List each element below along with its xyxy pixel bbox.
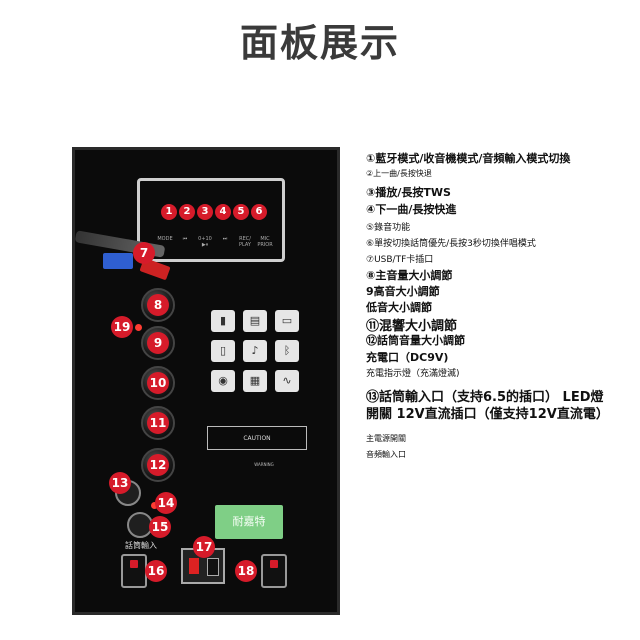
knob-marker-12: 12	[147, 454, 169, 476]
desc-line-15: ⑬話筒輸入口（支持6.5的插口） LED燈	[366, 390, 604, 405]
warning-label: WARNING	[254, 462, 274, 467]
control-panel: 1 2 3 4 5 6 MODE ⏮ 0+10 ▶⏸ ⏭ REC/ PLAY MIC PR…	[72, 147, 340, 615]
knob-marker-9: 9	[147, 332, 169, 354]
key-label-mic: MIC PRIOR	[257, 236, 273, 248]
led-switch-marker: 18	[235, 560, 257, 582]
knob-marker-11: 11	[147, 412, 169, 434]
knob-marker-8: 8	[147, 294, 169, 316]
function-button-row: 1 2 3 4 5 6	[161, 204, 281, 222]
desc-line-1: ①藍牙模式/收音機模式/音頻輸入模式切換	[366, 152, 571, 165]
desc-line-6: ⑥單按切換話筒優先/長按3秒切換伴唱模式	[366, 239, 536, 249]
bluetooth-icon: ᛒ	[275, 340, 299, 362]
desc-line-16: 開關 12V直流插口（僅支持12V直流電）	[366, 407, 609, 422]
desc-line-4: ④下一曲/長按快進	[366, 203, 457, 216]
desc-line-11: ⑪混響大小調節	[366, 319, 458, 334]
key-label-mode: MODE	[157, 236, 173, 242]
tablet-icon: ▭	[275, 310, 299, 332]
led-switch[interactable]	[261, 554, 287, 588]
desc-line-2: ②上一曲/長按快退	[366, 169, 432, 178]
knob-treble[interactable]	[141, 326, 175, 360]
button-1[interactable]: 1	[161, 204, 177, 220]
dc-marker: 13	[109, 472, 131, 494]
desc-line-17: 主電源開關	[366, 434, 406, 443]
desc-line-12: ⑫話筒音量大小調節	[366, 334, 465, 347]
phone-icon: ▯	[211, 340, 235, 362]
button-2[interactable]: 2	[179, 204, 195, 220]
microphone-icon: ♪	[243, 340, 267, 362]
display-window	[137, 178, 285, 262]
power-switch[interactable]	[121, 554, 147, 588]
knob-volume[interactable]	[141, 288, 175, 322]
button-4[interactable]: 4	[215, 204, 231, 220]
desc-line-8: ⑧主音量大小調節	[366, 269, 453, 282]
terminal-marker: 17	[193, 536, 215, 558]
key-label-next: ⏭	[222, 236, 228, 242]
key-labels: MODE ⏮ 0+10 ▶⏸ ⏭ REC/ PLAY MIC PRIOR	[155, 236, 285, 256]
usb-drive-icon	[103, 253, 133, 269]
power-switch-marker: 16	[145, 560, 167, 582]
knob-marker-10: 10	[147, 372, 169, 394]
desc-line-13: 充電口（DC9V)	[366, 351, 449, 364]
mic-input-label: 話筒輸入	[125, 541, 157, 550]
remote-icon: ▦	[243, 370, 267, 392]
charge-led	[151, 502, 158, 509]
sd-card-icon: ▤	[243, 310, 267, 332]
key-label-prev: ⏮	[182, 236, 188, 242]
brand-logo: 耐嘉特	[215, 505, 283, 539]
radio-icon: ◉	[211, 370, 235, 392]
desc-line-7: ⑦USB/TF卡插口	[366, 255, 434, 265]
desc-line-5: ⑤錄音功能	[366, 223, 411, 233]
knob-bass[interactable]	[141, 366, 175, 400]
page-title: 面板展示	[239, 21, 400, 65]
battery-icon: ▮	[211, 310, 235, 332]
wave-icon: ∿	[275, 370, 299, 392]
caution-label: CAUTION	[207, 426, 307, 450]
button-5[interactable]: 5	[233, 204, 249, 220]
desc-line-14: 充電指示燈（充滿燈滅)	[366, 369, 460, 379]
button-6[interactable]: 6	[251, 204, 267, 220]
key-label-play: 0+10 ▶⏸	[198, 236, 212, 248]
button-3[interactable]: 3	[197, 204, 213, 220]
desc-line-9: 9高音大小調節	[366, 285, 440, 298]
desc-line-10: 低音大小調節	[366, 301, 432, 314]
mic-jack-marker: 15	[149, 516, 171, 538]
indicator-led	[135, 324, 142, 331]
usb-port-marker[interactable]: 7	[133, 242, 155, 264]
icon-panel: ▮ ▤ ▭ ▯ ♪ ᛒ ◉ ▦ ∿	[207, 308, 307, 400]
mic-knob-marker: 19	[111, 316, 133, 338]
key-label-rec: REC/ PLAY	[238, 236, 251, 248]
desc-line-3: ③播放/長按TWS	[366, 186, 451, 199]
led-marker: 14	[155, 492, 177, 514]
desc-line-18: 音頻輸入口	[366, 450, 406, 459]
